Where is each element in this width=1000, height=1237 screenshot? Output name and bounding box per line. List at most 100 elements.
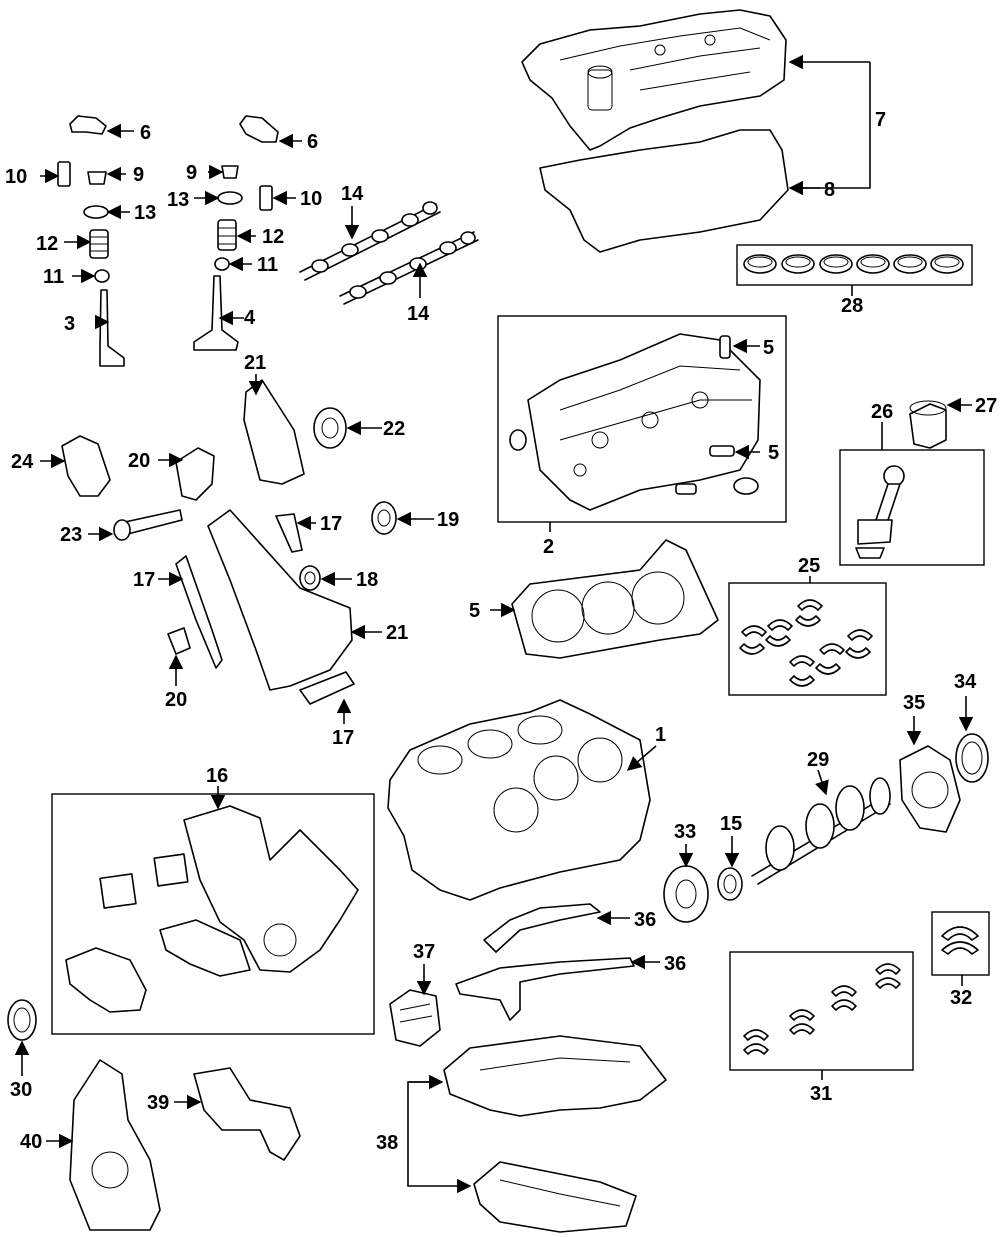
exhaust-valve[interactable] <box>193 275 239 351</box>
valve-lifter-right[interactable] <box>221 165 239 179</box>
callout-6-left: 6 <box>140 122 151 144</box>
callout-36-lower: 36 <box>664 953 686 975</box>
callout-37: 37 <box>413 941 435 963</box>
timing-chain-cover[interactable] <box>183 805 359 973</box>
callout-34: 34 <box>954 671 977 693</box>
callout-17-lower: 17 <box>332 727 354 749</box>
rear-main-seal[interactable] <box>955 733 989 783</box>
rocker-arm-right[interactable] <box>239 115 279 143</box>
leader-lines <box>14 54 974 1194</box>
callout-35: 35 <box>903 692 925 714</box>
callout-17-upper: 17 <box>320 513 342 535</box>
callout-21-upper: 21 <box>244 352 266 374</box>
front-crank-seal[interactable] <box>7 999 37 1041</box>
oil-strainer[interactable] <box>193 1067 301 1161</box>
camshaft-upper[interactable] <box>299 201 441 281</box>
chain-tensioner-lower[interactable] <box>167 627 191 655</box>
timing-cover-gasket-b[interactable] <box>153 853 189 887</box>
callout-23: 23 <box>60 524 82 546</box>
valve-spring-right[interactable] <box>217 219 237 251</box>
callout-21-lower: 21 <box>386 622 408 644</box>
head-dowel-mid[interactable] <box>709 445 735 457</box>
cylinder-head-group-box <box>497 315 787 523</box>
valve-lifter-left[interactable] <box>87 171 107 185</box>
spring-retainer-left[interactable] <box>83 205 109 219</box>
callout-14-upper: 14 <box>341 183 364 205</box>
timing-chain[interactable] <box>207 509 353 691</box>
callout-40: 40 <box>20 1131 42 1153</box>
chain-guide-left[interactable] <box>175 555 223 669</box>
camshaft-timing-gear[interactable] <box>313 407 347 449</box>
upper-oil-pan[interactable] <box>443 1035 667 1117</box>
piston-ring-set[interactable] <box>743 254 964 274</box>
head-plug[interactable] <box>733 477 759 495</box>
timing-cover-gasket-a[interactable] <box>99 873 137 909</box>
callout-15: 15 <box>720 813 742 835</box>
idler-pulley[interactable] <box>371 501 397 535</box>
oil-tube-upper[interactable] <box>483 903 601 953</box>
callout-7: 7 <box>875 109 886 131</box>
valve-seal-right[interactable] <box>214 257 230 271</box>
callout-36-upper: 36 <box>634 909 656 931</box>
callout-18: 18 <box>356 569 378 591</box>
timing-belt[interactable] <box>243 379 305 485</box>
connecting-rod-bearings[interactable] <box>739 599 873 687</box>
head-dowel-top[interactable] <box>719 335 731 359</box>
oil-pump[interactable] <box>69 1059 161 1231</box>
chain-guide-right[interactable] <box>275 513 303 553</box>
lash-adjuster-left[interactable] <box>57 161 71 187</box>
callout-3: 3 <box>64 313 75 335</box>
engine-block[interactable] <box>387 699 651 901</box>
piston[interactable] <box>909 400 947 449</box>
tensioner-bolt[interactable] <box>113 509 183 541</box>
callout-labels: 1 2 3 4 5 5 5 6 6 7 8 9 9 10 10 11 11 12… <box>5 109 997 1154</box>
main-bearings[interactable] <box>743 963 901 1055</box>
callout-39: 39 <box>147 1092 169 1114</box>
callout-29: 29 <box>807 749 829 771</box>
callout-10-right: 10 <box>300 188 322 210</box>
crankshaft[interactable] <box>751 777 891 885</box>
valve-cover-gasket[interactable] <box>539 129 789 253</box>
valve-spring-left[interactable] <box>89 229 109 259</box>
rocker-arm-left[interactable] <box>69 115 107 135</box>
lash-adjuster-right[interactable] <box>259 185 273 211</box>
head-gasket[interactable] <box>511 539 719 659</box>
cylinder-head[interactable] <box>527 333 761 511</box>
head-dowel-low[interactable] <box>675 483 697 495</box>
piston-ring-group-box <box>736 244 973 286</box>
callout-9-right: 9 <box>186 162 197 184</box>
spring-retainer-right[interactable] <box>217 191 243 205</box>
callout-5-gasket: 5 <box>469 600 480 622</box>
callout-20-upper: 20 <box>128 450 150 472</box>
crankshaft-sprocket[interactable] <box>717 867 743 901</box>
chain-guide-lower[interactable] <box>299 671 355 705</box>
timing-cover-bracket[interactable] <box>159 919 251 977</box>
thrust-washer[interactable] <box>941 926 979 955</box>
connecting-rod[interactable] <box>855 465 905 559</box>
thrust-washer-group-box <box>931 911 990 976</box>
callout-20-lower: 20 <box>165 689 187 711</box>
cover-plate[interactable] <box>61 435 111 497</box>
callout-25: 25 <box>798 555 820 577</box>
chain-tensioner-upper[interactable] <box>175 447 215 501</box>
callout-38: 38 <box>376 1132 398 1154</box>
callout-24: 24 <box>11 451 34 473</box>
intake-valve[interactable] <box>99 289 125 367</box>
connecting-rod-group-box <box>839 449 985 566</box>
callout-17-left: 17 <box>133 569 155 591</box>
oil-tube-lower[interactable] <box>455 957 635 1021</box>
valve-cover[interactable] <box>521 9 787 151</box>
water-pump[interactable] <box>65 947 147 1013</box>
crank-timing-gear[interactable] <box>299 565 321 591</box>
crankshaft-pulley[interactable] <box>663 865 709 923</box>
callout-22: 22 <box>383 418 405 440</box>
lower-oil-pan[interactable] <box>473 1161 637 1233</box>
callout-12-left: 12 <box>36 233 58 255</box>
camshaft-lower[interactable] <box>339 231 479 305</box>
oil-cooler[interactable] <box>389 989 441 1047</box>
cam-seal[interactable] <box>509 429 527 451</box>
callout-19: 19 <box>437 509 459 531</box>
rear-seal-retainer[interactable] <box>899 745 961 833</box>
valve-seal-left[interactable] <box>94 269 110 283</box>
